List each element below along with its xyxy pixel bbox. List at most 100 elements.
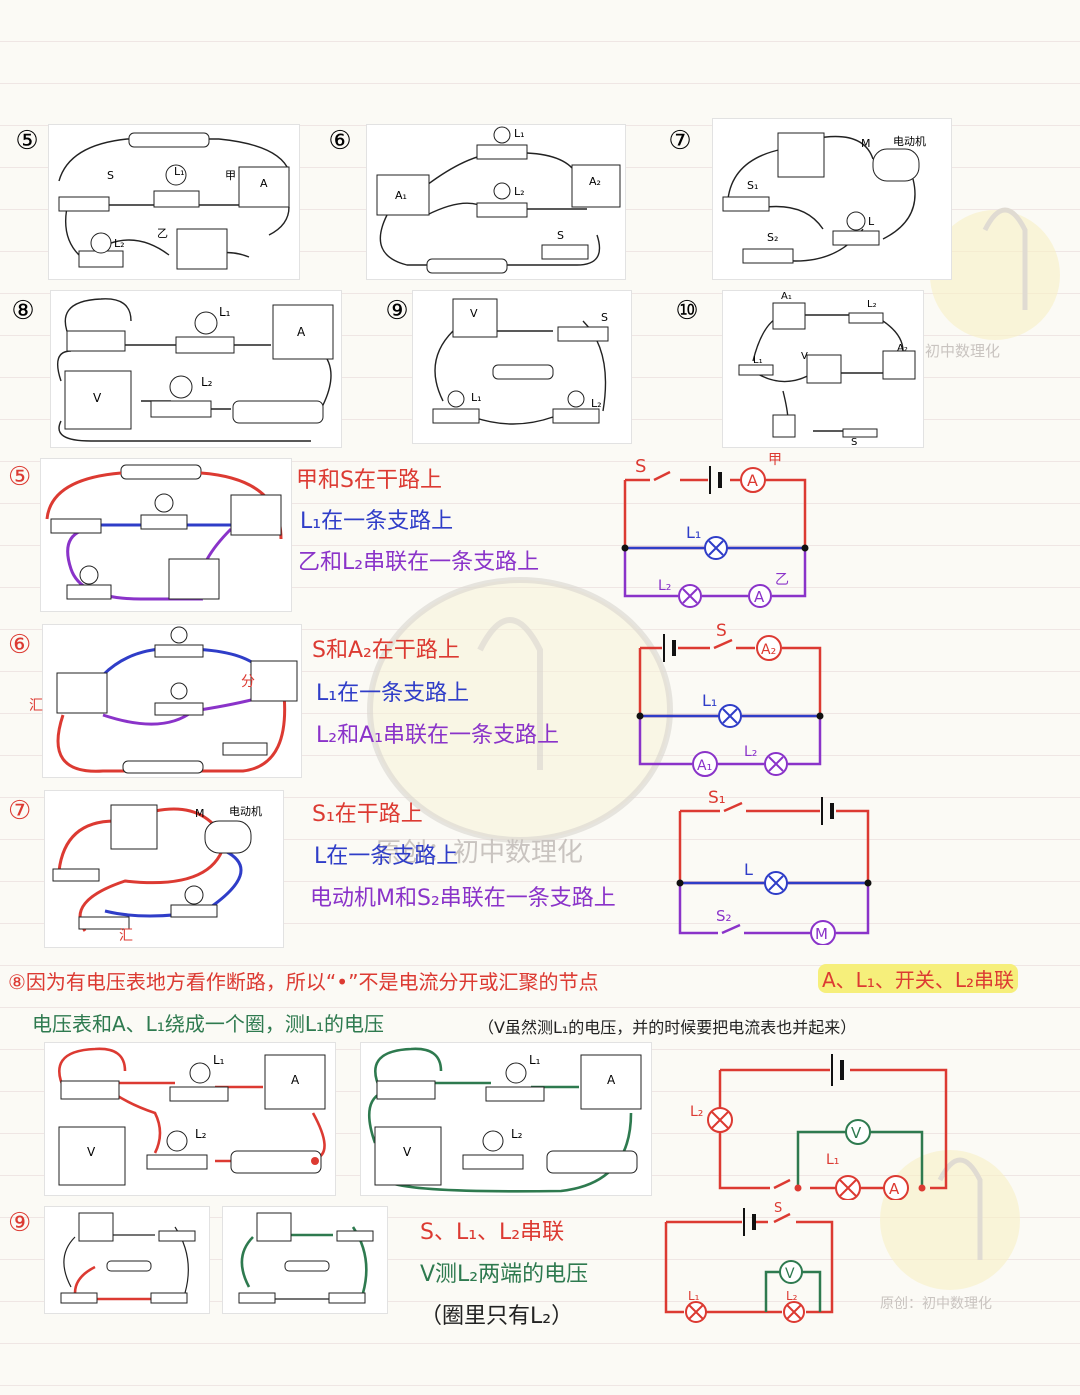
label-A2: A₂ — [897, 343, 908, 354]
label-V: V — [403, 1145, 412, 1159]
label-motor: 电动机 — [893, 135, 926, 148]
label-A: A — [260, 177, 268, 190]
answer-7-line1: S₁在干路上 — [312, 802, 423, 827]
label-A: A — [607, 1073, 616, 1087]
label-L1: L₁ — [471, 391, 482, 404]
circuit-photo-6: L₁ L₂ A₁ A₂ S — [366, 124, 626, 280]
label-L1: L₁ — [219, 305, 231, 319]
watermark-emoji-bottom — [880, 1150, 1020, 1290]
label-S: S — [601, 311, 608, 324]
watermark-text-right: 初中数理化 — [925, 342, 1001, 360]
label-S: S — [107, 169, 114, 182]
label-A: A — [291, 1073, 300, 1087]
label-A1: A₁ — [395, 189, 407, 202]
label-A: A — [297, 325, 306, 339]
svg-text:L: L — [744, 860, 753, 879]
label-q6: ⑥ — [328, 126, 352, 156]
annotated-circuit-9-red — [44, 1206, 210, 1314]
label-A1: A₁ — [781, 291, 792, 302]
svg-text:L₂: L₂ — [786, 1289, 798, 1303]
svg-text:L₂: L₂ — [744, 744, 757, 760]
svg-text:甲: 甲 — [768, 452, 782, 468]
answer-6-line3: L₂和A₁串联在一条支路上 — [316, 723, 559, 748]
label-L2: L₂ — [867, 299, 877, 310]
schematic-6: A₂ S L₁ A₁ L₂ — [636, 621, 824, 777]
svg-text:S₁: S₁ — [708, 788, 726, 808]
svg-text:A: A — [747, 471, 758, 490]
label-q7: ⑦ — [668, 126, 692, 156]
label-q9: ⑨ — [385, 296, 409, 326]
label-L2: L₂ — [514, 185, 525, 198]
svg-text:L₁: L₁ — [826, 1152, 839, 1168]
answer-9-line2: V测L₂两端的电压 — [420, 1262, 589, 1287]
answer-9-line3: （圈里只有L₂） — [420, 1304, 574, 1329]
label-motor: 电动机 — [229, 805, 262, 818]
svg-text:L₂: L₂ — [690, 1104, 703, 1120]
svg-text:L₁: L₁ — [686, 523, 701, 542]
answer-8-highlight: A、L₁、开关、L₂串联 — [818, 964, 1019, 993]
label-M: M — [195, 807, 205, 820]
svg-text:S: S — [716, 621, 727, 641]
watermark-text-center: 原创：初中数理化 — [375, 838, 584, 868]
annotated-circuit-6: 汇 分 — [29, 624, 302, 778]
label-fen: 分 — [241, 674, 255, 690]
watermark-emoji-center — [367, 577, 673, 843]
schematic-8: L₂ L₁ A V — [690, 1054, 948, 1200]
circuit-photo-8: L₁ A V L₂ — [50, 290, 342, 448]
label-L1: L₁ — [174, 165, 185, 178]
answer-5-line2: L₁在一条支路上 — [300, 509, 454, 534]
answer-7-line3: 电动机M和S₂串联在一条支路上 — [310, 886, 616, 911]
annotated-circuit-9-green — [222, 1206, 388, 1314]
circuit-photo-9: V S L₁ L₂ — [412, 290, 632, 444]
svg-text:S: S — [774, 1202, 782, 1216]
label-S: S — [557, 229, 564, 242]
label-L1: L₁ — [753, 355, 763, 366]
label-M: M — [861, 137, 871, 150]
svg-text:S: S — [635, 456, 646, 477]
label-L1: L₁ — [213, 1053, 225, 1067]
answer-9-label: ⑨ — [8, 1208, 32, 1238]
answer-8-note: （V虽然测L₁的电压，并的时候要把电流表也并起来） — [478, 1018, 857, 1037]
label-jia: 甲 — [225, 169, 236, 182]
annotated-circuit-7: M 电动机 汇 — [44, 790, 284, 948]
label-L2: L₂ — [201, 375, 213, 389]
circuit-photo-7: M 电动机 S₁ S₂ L — [712, 118, 952, 280]
annotated-circuit-5 — [40, 458, 292, 612]
label-yi: 乙 — [157, 227, 168, 240]
schematic-7: S₁ L M S₂ — [676, 788, 872, 945]
svg-text:A₂: A₂ — [761, 642, 776, 658]
label-S: S — [851, 437, 858, 448]
svg-text:A: A — [754, 588, 765, 606]
label-L1: L₁ — [514, 127, 525, 140]
answer-9-line1: S、L₁、L₂串联 — [420, 1220, 565, 1245]
label-L1: L₁ — [529, 1053, 541, 1067]
label-S2: S₂ — [767, 231, 779, 244]
circuit-photo-10: A₁ L₂ L₁ V A₂ S — [722, 290, 924, 448]
answer-7-label: ⑦ — [8, 796, 32, 826]
label-V: V — [470, 307, 478, 320]
svg-text:A: A — [889, 1180, 900, 1198]
answer-5-line1: 甲和S在干路上 — [296, 468, 442, 493]
label-q5: ⑤ — [15, 126, 39, 156]
svg-text:A₁: A₁ — [697, 758, 712, 774]
svg-text:M: M — [815, 925, 828, 943]
answer-5-label: ⑤ — [8, 462, 32, 492]
label-L2: L₂ — [591, 397, 602, 410]
label-V: V — [801, 351, 808, 362]
answer-7-line2: L在一条支路上 — [314, 844, 459, 869]
answer-6-line1: S和A₂在干路上 — [312, 638, 460, 663]
label-q8: ⑧ — [11, 296, 35, 326]
answer-6-label: ⑥ — [8, 630, 32, 660]
svg-text:L₁: L₁ — [688, 1289, 700, 1303]
label-L2: L₂ — [511, 1127, 523, 1141]
svg-text:S₂: S₂ — [716, 907, 732, 925]
label-q10: ⑩ — [675, 296, 699, 326]
label-L2: L₂ — [195, 1127, 207, 1141]
label-S1: S₁ — [747, 179, 759, 192]
svg-text:V: V — [851, 1124, 862, 1142]
answer-5-line3: 乙和L₂串联在一条支路上 — [298, 550, 540, 575]
svg-text:L₁: L₁ — [702, 691, 717, 710]
annotated-circuit-8-green: L₁ A V L₂ — [360, 1042, 652, 1196]
label-A2: A₂ — [589, 175, 601, 188]
svg-text:V: V — [785, 1266, 795, 1282]
